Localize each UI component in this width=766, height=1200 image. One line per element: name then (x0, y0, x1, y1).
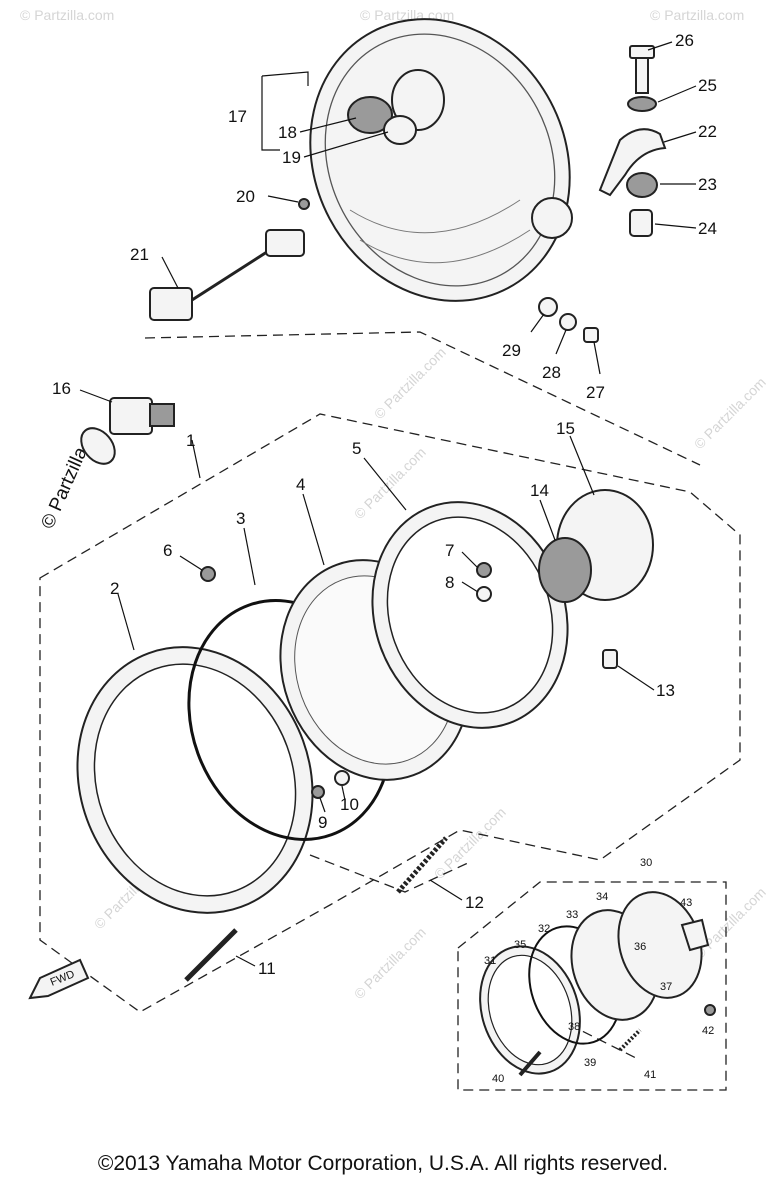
callout-18: 18 (278, 123, 297, 142)
guide-line (309, 854, 471, 893)
socket-assembly (538, 489, 654, 603)
callout-19: 19 (282, 148, 301, 167)
washer-part (476, 586, 492, 602)
callout-21: 21 (130, 245, 149, 264)
copyright-notice: ©2013 Yamaha Motor Corporation, U.S.A. A… (97, 1152, 669, 1175)
callout-39: 39 (584, 1057, 596, 1069)
callout-34: 34 (596, 891, 608, 903)
callout-6: 6 (163, 541, 172, 560)
screw-part (311, 785, 325, 799)
leader-lines (79, 41, 697, 967)
inset-headlight-assembly (479, 891, 716, 1077)
watermark-faint: © Partzilla.com (351, 924, 429, 1002)
spring-part (396, 836, 448, 894)
stay-assembly (598, 45, 667, 237)
callout-28: 28 (542, 363, 561, 382)
bolt-part (583, 327, 599, 343)
screw-part (298, 198, 310, 210)
cord-socket (149, 229, 305, 321)
callout-32: 32 (538, 923, 550, 935)
callout-24: 24 (698, 219, 717, 238)
callout-4: 4 (296, 475, 305, 494)
headlight-case (309, 18, 573, 302)
grommet-part (347, 96, 393, 134)
callout-2: 2 (110, 579, 119, 598)
inset-outline (457, 881, 727, 1091)
callout-33: 33 (566, 909, 578, 921)
callout-13: 13 (656, 681, 675, 700)
washer-part (538, 297, 558, 317)
watermark-faint: © Partzilla.com (351, 444, 429, 522)
assembly-outline (39, 413, 741, 1013)
watermark-faint: © Partzilla.com (20, 7, 114, 23)
long-screw-part (184, 928, 238, 982)
callout-41: 41 (644, 1069, 656, 1081)
watermark-faint: © Partzilla.com (371, 344, 449, 422)
clip-part (602, 649, 618, 669)
cap-part (383, 115, 417, 145)
callout-40: 40 (492, 1073, 504, 1085)
callout-1: 1 (186, 431, 195, 450)
callout-43: 43 (680, 897, 692, 909)
washer-part (559, 313, 577, 331)
callout-35: 35 (514, 939, 526, 951)
watermark-faint: © Partzilla.com (691, 374, 766, 452)
callout-11: 11 (258, 959, 276, 978)
callout-38: 38 (568, 1021, 580, 1033)
callout-17: 17 (228, 107, 247, 126)
nut-part (334, 770, 350, 786)
rim-part (76, 646, 314, 914)
callout-26: 26 (675, 31, 694, 50)
bulb-part (80, 397, 175, 465)
callout-36: 36 (634, 941, 646, 953)
callout-20: 20 (236, 187, 255, 206)
callout-25: 25 (698, 76, 717, 95)
callout-16: 16 (52, 379, 71, 398)
callout-15: 15 (556, 419, 575, 438)
callout-22: 22 (698, 122, 717, 141)
callout-31: 31 (484, 955, 496, 967)
callout-9: 9 (318, 813, 327, 832)
callout-27: 27 (586, 383, 605, 402)
callout-5: 5 (352, 439, 361, 458)
watermark-main: © Partzilla (37, 444, 92, 532)
callout-30: 30 (640, 857, 652, 869)
screw-part (200, 566, 216, 582)
guide-line (144, 331, 701, 466)
callout-42: 42 (702, 1025, 714, 1037)
callout-labels: 26 25 22 23 24 17 18 19 20 21 29 28 27 1… (52, 31, 717, 1085)
callout-10: 10 (340, 795, 359, 814)
headlight-body (371, 501, 569, 729)
callout-37: 37 (660, 981, 672, 993)
callout-3: 3 (236, 509, 245, 528)
watermark-faint: © Partzilla.com (650, 7, 744, 23)
callout-7: 7 (445, 541, 454, 560)
front-direction-marker: FWD (28, 958, 90, 1000)
callout-23: 23 (698, 175, 717, 194)
headlight-exploded-diagram: © Partzilla.com © Partzilla.com © Partzi… (20, 7, 766, 1091)
callout-12: 12 (465, 893, 484, 912)
callout-29: 29 (502, 341, 521, 360)
nut-part (476, 562, 492, 578)
callout-14: 14 (530, 481, 549, 500)
callout-8: 8 (445, 573, 454, 592)
